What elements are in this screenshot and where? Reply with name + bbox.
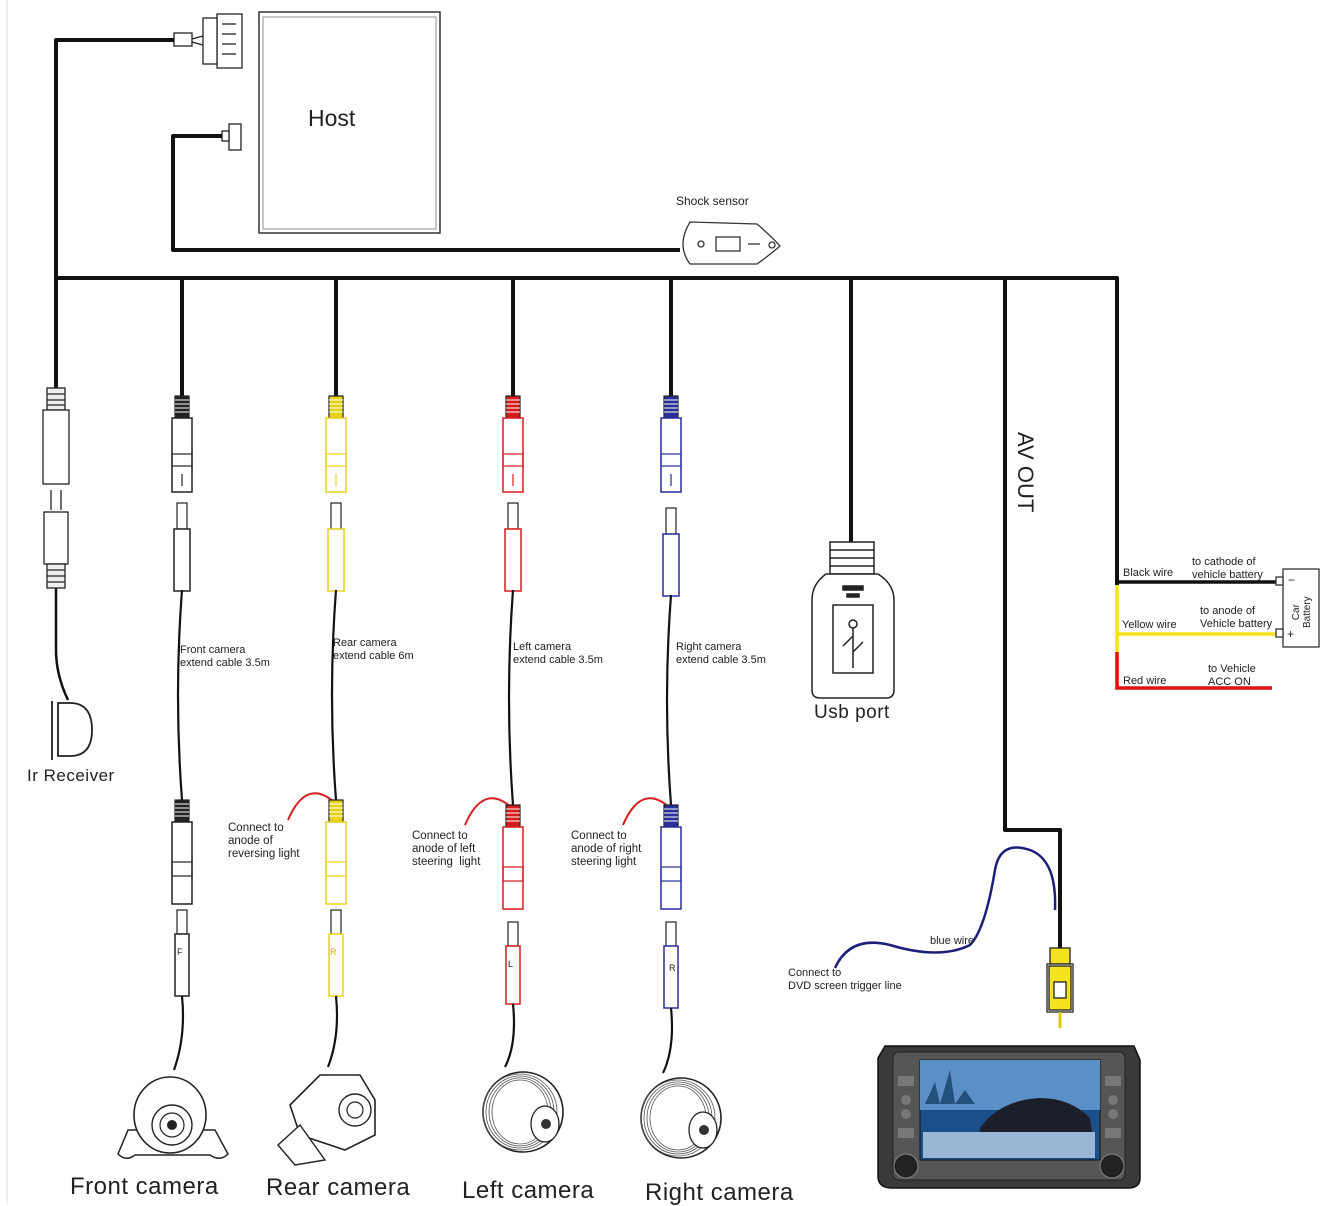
right-trigger-red-wire <box>622 797 670 826</box>
rear-extend-cable-label: Rear camera extend cable 6m <box>333 637 414 662</box>
battery-plus: + <box>1287 627 1295 641</box>
ir-receiver-eye <box>51 701 93 760</box>
right-connect-note: Connect to anode of right steering light <box>571 830 642 868</box>
front-male-pin <box>176 502 188 530</box>
left-camera-assembly <box>464 395 564 1153</box>
trigger-note: Connect to DVD screen trigger line <box>788 967 902 992</box>
yellow-wire-label: Yellow wire <box>1122 619 1177 631</box>
usb-port-label: Usb port <box>814 702 890 723</box>
right-plug-grip <box>663 395 679 419</box>
rear-lower-grip <box>328 799 344 823</box>
right-male-pin <box>665 507 677 535</box>
rear-plug-letter: R <box>330 947 337 957</box>
av-out-rca-plug <box>1046 947 1074 1028</box>
left-extend-cable-label: Left camera extend cable 3.5m <box>513 641 603 666</box>
rear-camera-assembly <box>277 395 376 1166</box>
right-camera-label: Right camera <box>645 1179 794 1206</box>
left-male-pin <box>507 502 519 530</box>
front-camera-lead <box>172 995 185 1071</box>
trigger-wire <box>833 846 1057 969</box>
left-plug-letter: L <box>508 959 514 969</box>
front-lower-female <box>171 821 193 905</box>
right-camera-lead <box>662 1007 674 1074</box>
right-camera-assembly <box>622 395 722 1159</box>
left-trigger-red-wire <box>464 797 512 826</box>
left-connect-note: Connect to anode of left steering light <box>412 830 481 868</box>
shock-sensor-label: Shock sensor <box>676 194 749 208</box>
host-unit <box>258 11 441 234</box>
red-wire-target: to Vehicle ACC ON <box>1208 663 1256 688</box>
left-plug-grip <box>505 395 521 419</box>
right-extend-cable <box>665 594 673 806</box>
front-camera-pin <box>176 909 188 935</box>
rear-plug-grip <box>328 395 344 419</box>
left-extend-cable <box>507 589 515 806</box>
right-male-connector <box>662 533 680 597</box>
rear-camera-lead <box>326 995 339 1068</box>
shock-sensor <box>682 221 781 265</box>
right-plug-letter: R <box>669 963 676 973</box>
left-camera-label: Left camera <box>462 1177 595 1204</box>
host-sensor-connector <box>221 123 242 151</box>
battery-label: Car Battery <box>1291 596 1313 628</box>
right-camera-pin <box>665 921 677 947</box>
front-plug-grip <box>174 395 190 419</box>
power-wires <box>1115 580 1276 690</box>
blue-wire-label: blue wire <box>930 935 975 947</box>
rear-male-pin <box>330 502 342 530</box>
left-lower-female <box>502 826 524 910</box>
front-male-connector <box>173 528 191 592</box>
front-camera-assembly <box>117 395 229 1159</box>
rear-camera-plug <box>328 933 344 997</box>
left-male-connector <box>504 528 522 592</box>
right-lower-grip <box>663 804 679 828</box>
left-camera-pin <box>507 921 519 947</box>
front-plug-letter: F <box>177 947 183 957</box>
host-main-connector <box>173 13 243 69</box>
right-lower-female <box>660 826 682 910</box>
rear-camera-label: Rear camera <box>266 1174 411 1201</box>
rear-camera-pin <box>330 909 342 935</box>
right-camera-plug <box>663 945 679 1009</box>
left-camera-plug <box>505 945 521 1005</box>
usb-port <box>811 541 895 699</box>
yellow-wire-target: to anode of Vehicle battery <box>1200 605 1273 630</box>
rear-connect-note: Connect to anode of reversing light <box>228 822 300 860</box>
front-camera-plug <box>174 933 190 997</box>
ir-receiver-plug <box>42 387 70 589</box>
rear-extend-cable <box>330 589 338 801</box>
av-out-label: AV OUT <box>1013 432 1038 513</box>
front-extend-cable-label: Front camera extend cable 3.5m <box>180 644 270 669</box>
front-camera-label: Front camera <box>70 1173 219 1200</box>
red-wire-label: Red wire <box>1123 675 1167 687</box>
host-label: Host <box>308 105 356 131</box>
front-lower-grip <box>174 799 190 823</box>
rear-trigger-red-wire <box>287 792 335 821</box>
right-extend-cable-label: Right camera extend cable 3.5m <box>676 641 766 666</box>
black-wire-label: Black wire <box>1123 567 1174 579</box>
left-lower-grip <box>505 804 521 828</box>
rear-male-connector <box>327 528 345 592</box>
ir-receiver-label: Ir Receiver <box>27 766 115 785</box>
left-camera-lead <box>504 1003 516 1068</box>
battery-minus: − <box>1288 573 1296 587</box>
rear-lower-female <box>325 821 347 905</box>
front-extend-cable <box>176 589 184 801</box>
main-harness <box>54 38 1119 948</box>
car-battery <box>1275 568 1320 648</box>
dvd-head-unit <box>877 1045 1141 1189</box>
black-wire-target: to cathode of vehicle battery <box>1192 556 1263 581</box>
